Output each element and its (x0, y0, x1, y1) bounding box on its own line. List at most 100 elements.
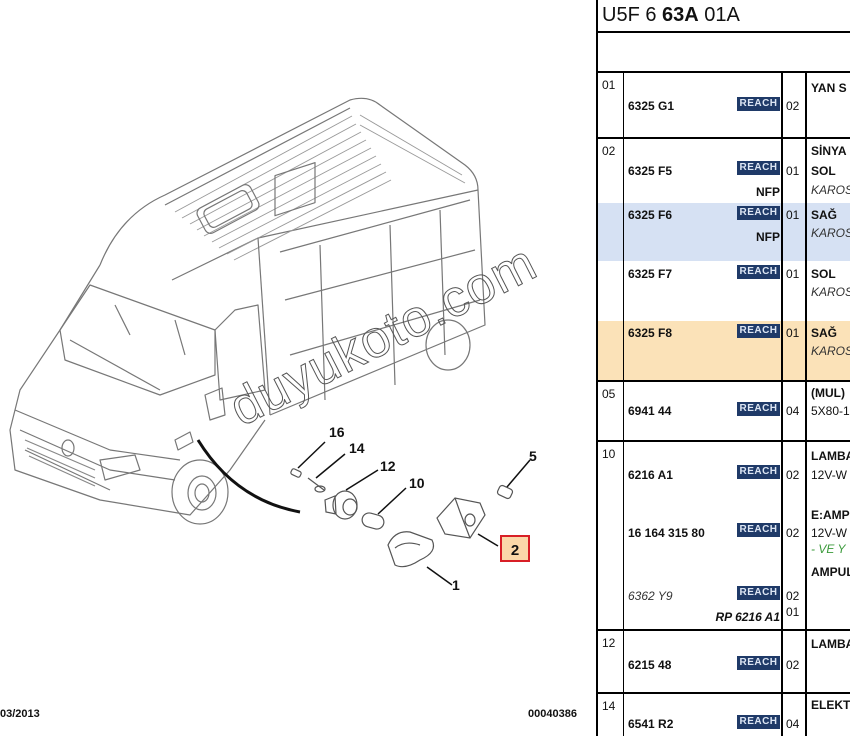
callout-14[interactable]: 14 (349, 440, 365, 456)
description-spec: 12V-W (811, 468, 848, 482)
table-blank-row (598, 33, 850, 73)
group-01: 01 6325 G1 REACH 02 YAN S (598, 73, 850, 139)
quantity: 02 (786, 468, 800, 482)
callout-2-selected[interactable]: 2 (500, 535, 530, 562)
table-row[interactable]: 6216 A1 REACH 02 LAMBA 12V-W (598, 442, 850, 500)
part-number[interactable]: 6325 F8 (628, 326, 673, 340)
item-number: 14 (598, 694, 624, 736)
part-number[interactable]: 6325 F6 (628, 208, 673, 222)
qty-column (781, 694, 807, 736)
qty-column (781, 73, 807, 137)
title-bold: 63A (662, 4, 699, 26)
reach-badge: REACH (737, 265, 780, 279)
callout-16[interactable]: 16 (329, 424, 345, 440)
qty-column (781, 442, 807, 629)
item-number: 12 (598, 631, 624, 692)
reach-badge: REACH (737, 97, 780, 111)
table-row[interactable]: 6215 48 REACH 02 LAMBA (598, 631, 850, 692)
part-number[interactable]: 16 164 315 80 (628, 526, 705, 540)
footer-reference-number: 00040386 (528, 708, 577, 720)
footer-date: 03/2013 (0, 708, 40, 720)
table-row-highlighted-blue[interactable]: 6325 F6 REACH NFP 01 SAĞ KAROS (598, 203, 850, 261)
table-row[interactable]: 6325 F5 REACH NFP 01 SİNYA SOL KAROS (598, 139, 850, 203)
description-side: SOL (811, 164, 836, 178)
qty-column (781, 382, 807, 440)
table-row[interactable]: 6325 G1 REACH 02 YAN S (598, 73, 850, 137)
quantity: 02 (786, 658, 800, 672)
description-note: KAROS (811, 344, 850, 358)
part-number[interactable]: 6215 48 (628, 658, 672, 672)
group-12: 12 6215 48 REACH 02 LAMBA (598, 631, 850, 694)
item-number: 05 (598, 382, 624, 440)
description-side: SAĞ (811, 208, 838, 222)
part-number[interactable]: 6541 R2 (628, 717, 674, 731)
description-note-green: - VE Y (811, 542, 846, 556)
description-spec: 5X80-1 (811, 404, 850, 418)
reach-badge: REACH (737, 656, 780, 670)
description: AMPUL (811, 565, 850, 579)
group-10: 10 6216 A1 REACH 02 LAMBA 12V-W 16 164 3… (598, 442, 850, 631)
description-side: SAĞ (811, 326, 838, 340)
part-number[interactable]: 6325 F7 (628, 267, 673, 281)
item-number: 10 (598, 442, 624, 629)
callout-5[interactable]: 5 (529, 448, 537, 464)
quantity: 01 (786, 267, 800, 281)
quantity: 02 (786, 526, 800, 540)
quantity: 02 (786, 99, 800, 113)
callout-1[interactable]: 1 (452, 577, 460, 593)
description-note: KAROS (811, 183, 850, 197)
quantity: 01 (786, 326, 800, 340)
reach-badge: REACH (737, 402, 780, 416)
group-05: 05 6941 44 REACH 04 (MUL) 5X80-1 (598, 382, 850, 442)
description: LAMBA (811, 637, 850, 651)
description: ELEKT (811, 698, 850, 712)
table-row[interactable]: 6941 44 REACH 04 (MUL) 5X80-1 (598, 382, 850, 440)
quantity: 04 (786, 717, 800, 731)
part-number[interactable]: 6325 G1 (628, 99, 675, 113)
van-line-drawing (9, 97, 531, 586)
row-highlight (598, 321, 850, 380)
reach-badge: REACH (737, 715, 780, 729)
title-suffix: 01A (698, 4, 740, 26)
quantity: 01 (786, 208, 800, 222)
description-side: SOL (811, 267, 836, 281)
description: LAMBA (811, 449, 850, 463)
nfp-label: NFP (756, 185, 780, 199)
callout-12[interactable]: 12 (380, 458, 396, 474)
table-title: U5F 6 63A 01A (598, 0, 850, 33)
group-14: 14 6541 R2 REACH 04 ELEKT (598, 694, 850, 736)
replacement-part[interactable]: RP 6216 A1 (715, 610, 780, 624)
description-note: KAROS (811, 285, 850, 299)
description-note: KAROS (811, 226, 850, 240)
exploded-parts-diagram: duyukoto.com 16 14 12 10 5 1 2 03/2013 0… (0, 97, 577, 720)
reach-badge: REACH (737, 324, 780, 338)
part-number[interactable]: 6325 F5 (628, 164, 673, 178)
quantity: 02 (786, 589, 800, 603)
table-row[interactable]: 6325 F7 REACH 01 SOL KAROS (598, 261, 850, 321)
description: SİNYA (811, 144, 847, 158)
row-highlight (598, 203, 850, 261)
qty-column (781, 139, 807, 380)
quantity: 04 (786, 404, 800, 418)
item-number: 01 (598, 73, 624, 137)
table-row[interactable]: 16 164 315 80 REACH 02 E:AMP 12V-W - VE … (598, 500, 850, 564)
table-row[interactable]: 6362 Y9 REACH RP 6216 A1 02 01 AMPUL (598, 564, 850, 629)
qty-column (781, 631, 807, 692)
table-row[interactable]: 6541 R2 REACH 04 ELEKT (598, 694, 850, 736)
quantity-replacement: 01 (786, 605, 800, 619)
description: (MUL) (811, 386, 845, 400)
description-spec: 12V-W (811, 526, 848, 540)
reach-badge: REACH (737, 161, 780, 175)
reach-badge: REACH (737, 523, 780, 537)
part-number[interactable]: 6941 44 (628, 404, 672, 418)
table-row-highlighted-orange[interactable]: 6325 F8 REACH 01 SAĞ KAROS (598, 321, 850, 380)
part-number[interactable]: 6362 Y9 (628, 589, 673, 603)
description: YAN S (811, 81, 847, 95)
callout-10[interactable]: 10 (409, 475, 425, 491)
quantity: 01 (786, 164, 800, 178)
title-prefix: U5F 6 (602, 4, 663, 26)
reach-badge: REACH (737, 206, 780, 220)
reach-badge: REACH (737, 465, 780, 479)
part-number[interactable]: 6216 A1 (628, 468, 673, 482)
group-02: 6325 F5 REACH NFP 01 SİNYA SOL KAROS 632… (598, 139, 850, 382)
